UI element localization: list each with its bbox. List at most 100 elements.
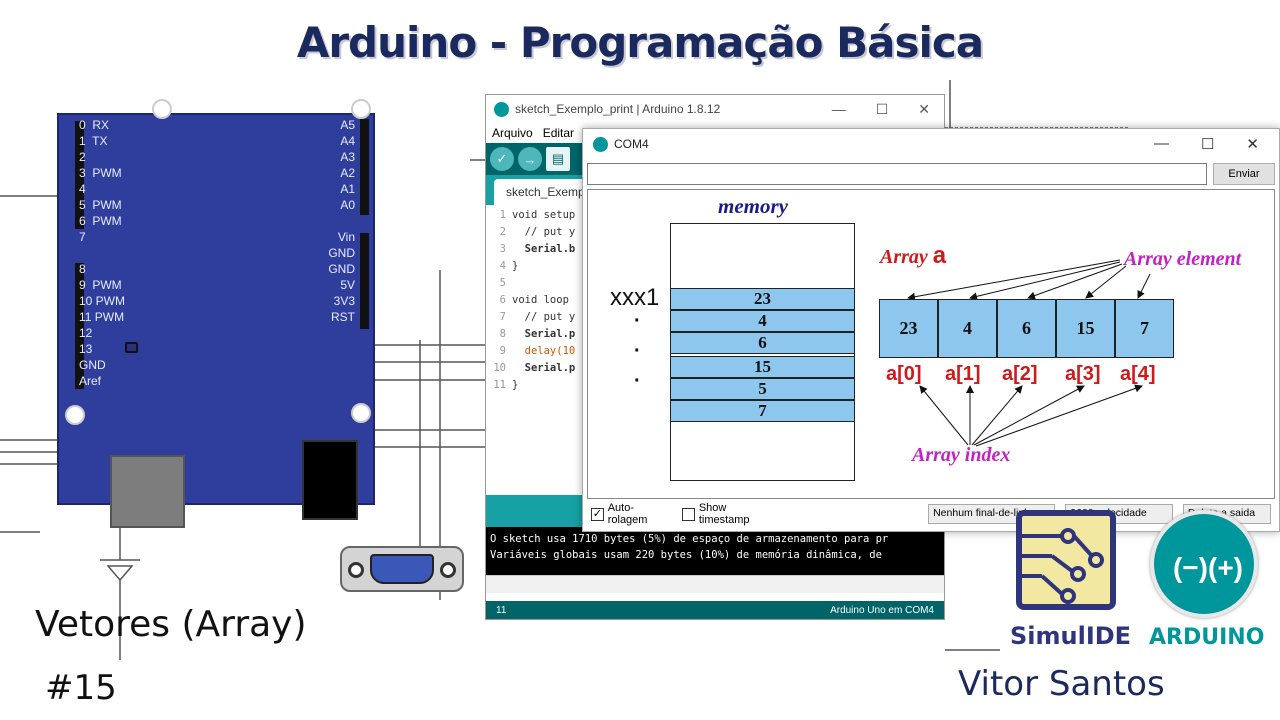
mounting-hole (152, 99, 172, 119)
pin-label: A3 (340, 150, 355, 164)
send-button[interactable]: Enviar (1213, 163, 1275, 185)
upload-icon[interactable]: → (518, 147, 542, 171)
mounting-hole (65, 405, 85, 425)
pin-header (75, 121, 84, 229)
serial-input[interactable] (587, 163, 1207, 185)
code-line: 5 (486, 275, 944, 292)
autoscroll-label: Auto-rolagem (607, 502, 648, 526)
led-13 (125, 342, 138, 353)
checkbox-checked-icon[interactable]: ✓ (591, 507, 604, 521)
line-indicator: 11 (496, 604, 507, 616)
code-text: delay(10 (512, 345, 576, 357)
pin-label: 2 (79, 150, 86, 164)
code-line: 3 Serial.b (486, 241, 944, 258)
usb-connector (110, 455, 185, 528)
array-cell: 15 (1056, 299, 1115, 358)
arduino-board: 0 RX 1 TX 2 3 PWM 4 5 PWM 6 PWM 7 8 9 PW… (57, 99, 375, 505)
serial-monitor-titlebar: COM4 — ☐ ✕ (583, 129, 1279, 159)
video-subtitle: Vetores (Array) (35, 604, 307, 645)
menu-editar[interactable]: Editar (542, 126, 575, 140)
array-cell: 4 (938, 299, 997, 358)
infinity-icon: (−)(+) (1173, 552, 1243, 583)
array-cell: 6 (997, 299, 1056, 358)
pin-label: 10 PWM (79, 294, 126, 308)
pin-label: GND (328, 262, 355, 276)
verify-icon[interactable]: ✓ (490, 147, 514, 171)
maximize-icon[interactable]: ☐ (875, 100, 889, 117)
screw (348, 562, 364, 578)
array-label-prefix: Array (880, 246, 933, 268)
pin-label: 1 TX (79, 134, 108, 148)
serial-input-row: Enviar (583, 159, 1279, 189)
array-element-label: Array element (1124, 248, 1242, 270)
code-line: 8 Serial.p (486, 326, 944, 343)
pin-label: 13 (79, 342, 93, 356)
mounting-hole (351, 99, 371, 119)
autoscroll-checkbox[interactable]: ✓ Auto-rolagem (591, 502, 672, 526)
array-label: Array a (880, 242, 946, 270)
line-number: 3 (499, 243, 506, 255)
horizontal-scrollbar[interactable] (486, 575, 944, 593)
arduino-logo: (−)(+) ARDUINO (1145, 505, 1265, 655)
timestamp-checkbox[interactable]: Show timestamp (682, 502, 778, 526)
pin-label: GND (79, 358, 106, 372)
serial-output: memory xxx1 · · · 23 4 6 15 5 7 Array a … (587, 189, 1275, 499)
pin-label: A5 (340, 118, 355, 132)
code-text: Serial.p (512, 362, 576, 374)
left-pin-labels: 0 RX 1 TX 2 3 PWM 4 5 PWM 6 PWM 7 8 9 PW… (79, 117, 125, 389)
minimize-icon[interactable]: — (831, 100, 846, 117)
pin-label: 5V (340, 278, 355, 292)
minimize-icon[interactable]: — (1153, 135, 1169, 152)
code-text: // put y (512, 311, 576, 323)
line-number: 7 (499, 311, 506, 323)
ellipsis-dot: · (634, 340, 641, 362)
right-pin-labels: A5 A4 A3 A2 A1 A0 Vin GND GND 5V 3V3 RST (328, 117, 355, 325)
diagram-arrows (907, 259, 1151, 447)
code-text: Serial.b (512, 243, 576, 255)
memory-cell: 23 (670, 288, 855, 310)
line-number: 4 (499, 260, 506, 272)
code-line: 7 // put y (486, 309, 944, 326)
pin-label: A1 (340, 182, 355, 196)
pin-label: 6 PWM (79, 214, 122, 228)
pin-label: 9 PWM (79, 278, 122, 292)
pin-header (75, 263, 84, 389)
code-line: 2 // put y (486, 224, 944, 241)
simulide-logo: SimulIDE (1010, 510, 1131, 650)
circuit-icon (1022, 528, 1104, 604)
close-icon[interactable]: ✕ (918, 100, 930, 117)
tab-sketch[interactable]: sketch_Exemp (494, 179, 597, 205)
memory-cell: 4 (670, 310, 855, 332)
code-text: // put y (512, 226, 576, 238)
pin-label: 3 PWM (79, 166, 122, 180)
checkbox-unchecked-icon[interactable] (682, 507, 695, 521)
memory-address: xxx1 (610, 284, 660, 311)
pin-label: 0 RX (79, 118, 110, 132)
timestamp-label: Show timestamp (698, 502, 750, 526)
screw (440, 562, 456, 578)
code-text: } (512, 260, 519, 272)
array-index-label: Array index (912, 444, 1011, 466)
pin-label: 11 PWM (79, 310, 125, 324)
pin-label: 8 (79, 262, 86, 276)
array-cell: 7 (1115, 299, 1174, 358)
line-number: 6 (499, 294, 506, 306)
ide-footer: 11 Arduino Uno em COM4 (486, 601, 944, 619)
code-text: Serial.p (512, 328, 576, 340)
menu-arquivo[interactable]: Arquivo (492, 126, 533, 140)
new-sketch-icon[interactable]: ▤ (546, 147, 570, 171)
console-line: O sketch usa 1710 bytes (5%) de espaço d… (490, 533, 889, 545)
pin-label: Vin (337, 230, 355, 244)
maximize-icon[interactable]: ☐ (1200, 136, 1215, 153)
close-icon[interactable]: ✕ (1246, 136, 1259, 153)
serial-monitor-footer: ✓ Auto-rolagem Show timestamp Nenhum fin… (583, 499, 1279, 529)
pin-label: A0 (340, 198, 355, 212)
pin-label: Aref (79, 374, 102, 388)
serial-monitor-window: COM4 — ☐ ✕ Enviar (582, 128, 1280, 532)
ellipsis-dot: · (634, 370, 641, 392)
memory-cell: 7 (670, 400, 855, 422)
memory-cell: 15 (670, 356, 855, 378)
chip-icon (1016, 510, 1116, 610)
